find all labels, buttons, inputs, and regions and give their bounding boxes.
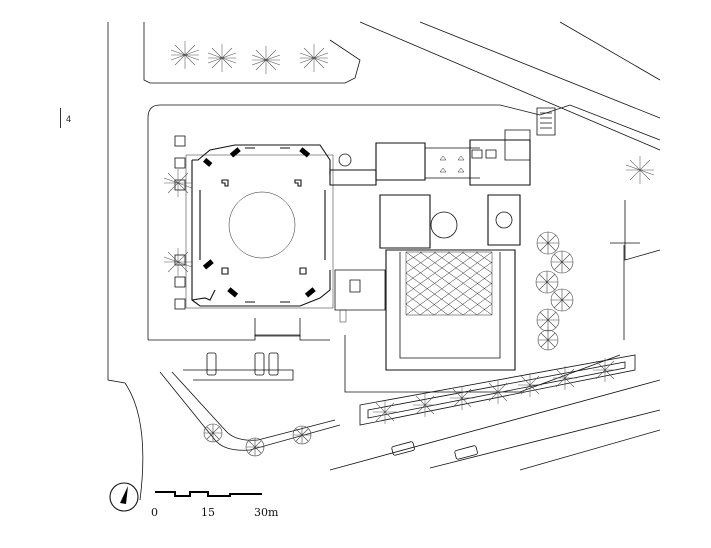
courtyard [334,194,521,371]
scale-label-0: 0 [151,506,158,519]
sheet-marker-line [60,108,61,128]
round-trees [203,231,574,457]
sheet-number: 4 [66,114,72,124]
north-arrow-icon [109,482,139,512]
entrance-block [329,107,556,186]
landscape-strips [159,354,636,451]
prayer-hall [185,144,334,309]
palm-trees [163,41,655,424]
parked-cars [206,352,478,460]
scale-bar [155,491,262,497]
west-pillars [174,135,186,310]
scale-label-30m: 30m [254,506,279,519]
road-lines [107,21,661,501]
scale-label-15: 15 [201,506,215,519]
